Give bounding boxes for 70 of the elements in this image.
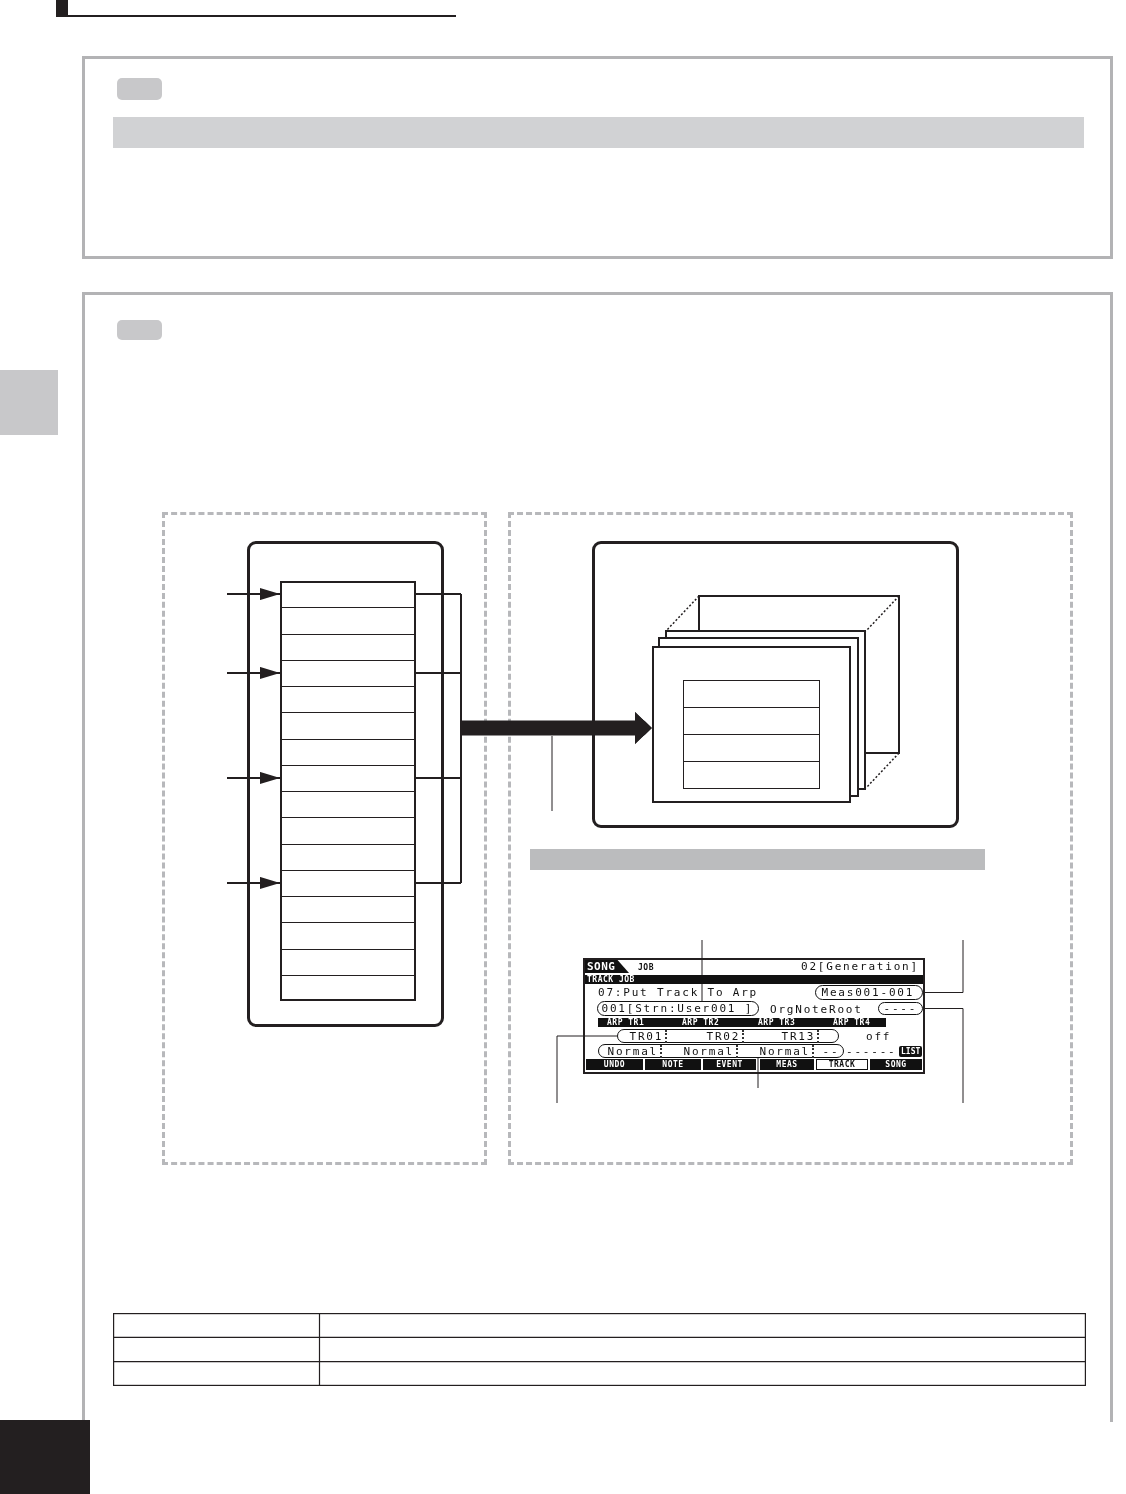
lcd-screen — [583, 958, 925, 1074]
list-row — [280, 764, 416, 791]
list-row — [280, 869, 416, 896]
heading-bar — [113, 117, 1084, 148]
screen-text: OrgNoteRoot — [770, 1003, 863, 1016]
column-label: ARP TR3 — [758, 1018, 796, 1027]
column-label: ARP TR4 — [833, 1018, 871, 1027]
bracket-line — [415, 776, 462, 779]
arrow — [226, 666, 281, 679]
screen-text: Normal — [759, 1044, 815, 1058]
column-label: ARP TR2 — [682, 1018, 720, 1027]
function-tab: UNDO — [586, 1059, 643, 1070]
front-card — [652, 646, 851, 803]
rounded-frame — [247, 541, 444, 1027]
screen-text: TR13 — [781, 1029, 820, 1043]
list-row — [280, 974, 416, 1001]
function-tab: NOTE — [645, 1059, 701, 1070]
list-row — [280, 686, 416, 713]
screen-text: 07:Put Track To Arp — [598, 986, 759, 999]
screen-text: ------ — [846, 1045, 897, 1058]
bracket-line — [460, 776, 462, 884]
leader-line — [922, 1008, 964, 1104]
screen-text: off — [866, 1030, 892, 1043]
arrow — [226, 876, 281, 889]
function-tab: MEAS — [760, 1059, 814, 1070]
function-tab: TRACK — [816, 1059, 868, 1070]
arrow — [226, 588, 281, 601]
heading-bar — [530, 849, 985, 870]
screen-text: -- — [822, 1044, 840, 1058]
list-row — [280, 843, 416, 870]
column-label: ARP TR1 — [607, 1018, 645, 1027]
screen-text: ---- — [883, 1001, 918, 1015]
screen-text: JOB — [638, 963, 654, 972]
bracket-line — [460, 727, 462, 779]
list-row — [280, 712, 416, 739]
function-tab: EVENT — [703, 1059, 756, 1070]
bracket-line — [415, 671, 462, 674]
leader-line — [922, 939, 964, 993]
dashed-panel — [162, 512, 487, 1165]
list-row — [280, 581, 416, 608]
screen-text: Meas001-001 — [821, 985, 915, 999]
card-row — [683, 761, 820, 789]
list-row — [280, 922, 416, 949]
screen-text: 001[Strn:User001 ] — [601, 1001, 754, 1015]
list-tab: LIST — [899, 1046, 923, 1057]
screen-text: TR02 — [706, 1029, 745, 1043]
bracket-line — [415, 881, 462, 884]
list-row — [280, 817, 416, 844]
card-row — [683, 707, 820, 734]
mode-tab: SONG — [585, 960, 629, 973]
list-row — [280, 791, 416, 818]
screen-text: Normal — [607, 1044, 663, 1058]
leader-line — [701, 939, 703, 1002]
rounded-frame — [592, 541, 959, 828]
arrow — [226, 771, 281, 784]
list-row — [280, 659, 416, 686]
leader-line — [757, 1057, 759, 1089]
list-row — [280, 633, 416, 660]
screen-text: 02[Generation] — [801, 960, 919, 973]
list-row — [280, 607, 416, 634]
list-row — [280, 948, 416, 975]
dashed-panel — [508, 512, 1073, 1165]
screen-text: Normal — [683, 1044, 739, 1058]
title-bar: TRACK JOB — [585, 975, 923, 984]
card-row — [683, 680, 820, 707]
function-tab: SONG — [870, 1059, 922, 1070]
list-row — [280, 896, 416, 923]
card-row — [683, 734, 820, 761]
screen-text: TR01 — [629, 1029, 668, 1043]
list-row — [280, 738, 416, 765]
